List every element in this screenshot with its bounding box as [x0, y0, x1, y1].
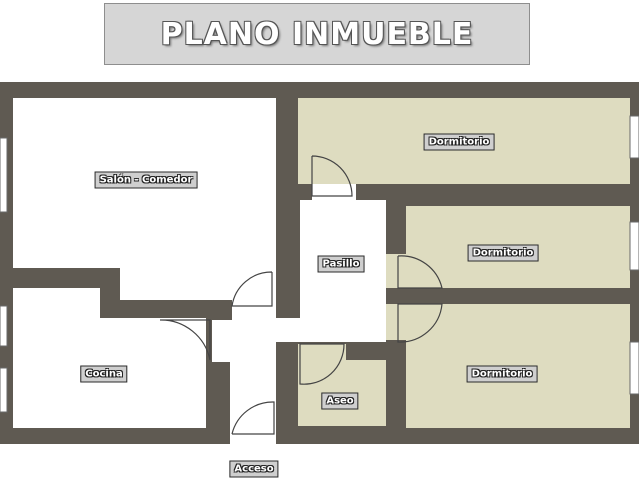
- label-pasillo: Pasillo: [317, 255, 365, 273]
- window-salon: [0, 137, 8, 213]
- door-swing-salon: [231, 271, 273, 307]
- door-swing-aseo: [299, 343, 345, 385]
- door-swing-dormitorio-3: [397, 303, 443, 343]
- door-gap-dormitorio-1: [312, 184, 356, 200]
- window-cocina-2: [0, 367, 8, 413]
- label-dormitorio-3: Dormitorio: [466, 365, 538, 383]
- label-dormitorio-2: Dormitorio: [467, 244, 539, 262]
- window-dormitorio-2: [629, 221, 639, 271]
- door-gap-dormitorio-2: [386, 254, 406, 288]
- window-cocina-1: [0, 305, 8, 347]
- door-swing-dormitorio-2: [397, 255, 443, 289]
- label-aseo: Aseo: [321, 392, 359, 410]
- room-cocina-floor: [13, 288, 206, 428]
- title-box: PLANO INMUEBLE: [104, 3, 530, 65]
- door-swing-acceso: [231, 401, 275, 435]
- label-acceso: Acceso: [229, 460, 279, 478]
- window-dormitorio-3: [629, 341, 639, 395]
- label-cocina: Cocina: [80, 365, 128, 383]
- windows: [0, 115, 639, 413]
- acceso-opening: [230, 428, 276, 444]
- label-dormitorio-1: Dormitorio: [423, 133, 495, 151]
- door-swing-cocina: [159, 319, 211, 361]
- window-dormitorio-1: [629, 115, 639, 159]
- door-gap-dormitorio-3: [386, 304, 406, 340]
- door-gap-salon: [232, 300, 276, 320]
- door-swing-dormitorio-1: [311, 155, 353, 197]
- label-salon: Salón - Comedor: [94, 171, 198, 189]
- room-aseo-floor: [298, 344, 386, 426]
- plan-title: PLANO INMUEBLE: [160, 16, 474, 52]
- room-salon-floor: [13, 98, 276, 300]
